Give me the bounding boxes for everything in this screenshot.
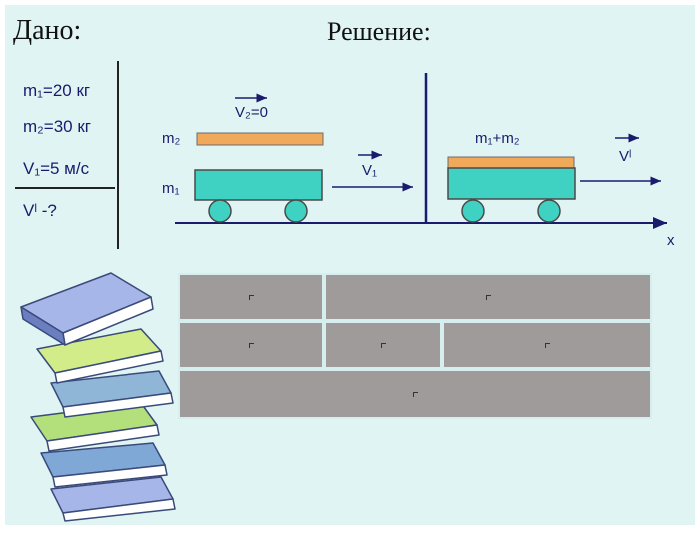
v1-label: V₁ xyxy=(362,162,377,179)
m1-label: m₁ xyxy=(162,180,180,197)
combined-cart-wheel-right xyxy=(537,199,561,223)
given-heading: Дано: xyxy=(13,15,82,46)
answer-tile[interactable] xyxy=(178,321,324,369)
answer-tile[interactable] xyxy=(178,369,652,419)
given-m1: m₁=20 кг xyxy=(23,81,91,100)
given-divider-horizontal xyxy=(15,187,115,189)
answer-tile[interactable] xyxy=(324,273,652,321)
v-prime-label: Vˡ xyxy=(619,148,631,165)
given-unknown: Vˡ -? xyxy=(23,201,57,220)
collision-diagram: x V₂=0 m₂ m₁ V₁ m₁+m₂ Vˡ xyxy=(162,73,675,249)
answer-tile[interactable] xyxy=(324,321,442,369)
m2-label: m₂ xyxy=(162,130,180,147)
combined-cart-body xyxy=(447,167,576,200)
combined-mass-label: m₁+m₂ xyxy=(475,130,520,147)
plank-m2 xyxy=(196,132,324,146)
books-stack-illustration xyxy=(20,272,176,522)
cart-m1-wheel-right xyxy=(284,199,308,223)
answer-tile[interactable] xyxy=(442,321,652,369)
combined-cart-wheel-left xyxy=(461,199,485,223)
slide: Дано: Решение: m₁=20 кг m₂=30 кг V₁=5 м/… xyxy=(5,5,695,525)
given-divider-vertical xyxy=(117,61,119,249)
answer-tile[interactable] xyxy=(178,273,324,321)
given-v1: V₁=5 м/с xyxy=(23,159,90,178)
x-axis-label: x xyxy=(667,232,675,249)
answer-tiles xyxy=(178,273,652,419)
combined-plank xyxy=(447,156,575,169)
solution-heading: Решение: xyxy=(327,17,431,46)
given-m2: m₂=30 кг xyxy=(23,117,91,136)
cart-m1-wheel-left xyxy=(208,199,232,223)
cart-m1-body xyxy=(194,169,323,201)
v2-label: V₂=0 xyxy=(235,104,268,121)
